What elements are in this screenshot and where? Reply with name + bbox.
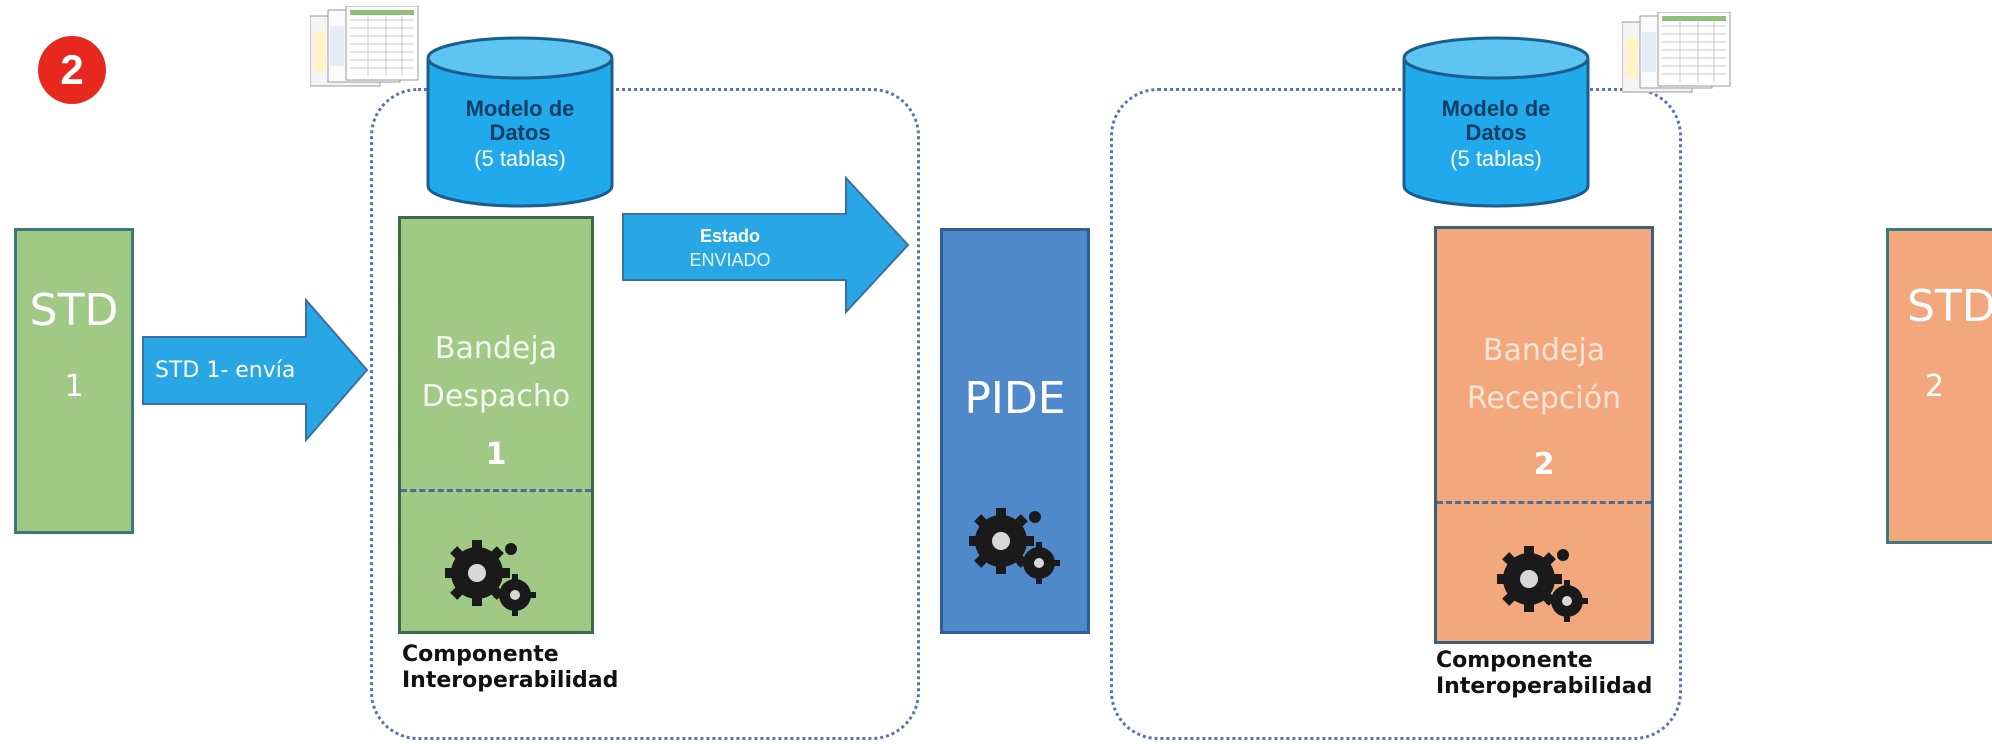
std-2-number: 2 (1925, 369, 1945, 404)
component-right-caption: Componente Interoperabilidad (1436, 648, 1652, 700)
state-arrow-label-1: Estado (699, 226, 760, 246)
sender-region (370, 88, 920, 740)
state-arrow-label-2: ENVIADO (689, 250, 771, 270)
gears-icon (1497, 546, 1588, 622)
spreadsheet-thumbnail-icon (1622, 12, 1731, 93)
db-right-line3: (5 tablas) (1450, 146, 1542, 171)
dispatch-tray-divider (401, 489, 591, 492)
component-right-line1: Componente (1436, 648, 1593, 673)
data-model-db-right: Modelo de Datos (5 tablas) (1400, 36, 1592, 212)
dispatch-tray: Bandeja Despacho 1 (398, 216, 594, 634)
db-left-line2: Datos (489, 120, 551, 145)
data-model-db-left: Modelo de Datos (5 tablas) (424, 36, 616, 212)
gears-icon (445, 540, 536, 616)
std-1-number: 1 (64, 369, 84, 404)
component-left-line1: Componente (402, 642, 559, 667)
db-left-line1: Modelo de (465, 96, 575, 121)
dispatch-tray-line2: Despacho (421, 379, 571, 414)
reception-tray-divider (1437, 501, 1651, 504)
reception-tray-line1: Bandeja (1482, 333, 1606, 368)
db-right-line1: Modelo de (1441, 96, 1551, 121)
component-left-line2: Interoperabilidad (402, 668, 619, 693)
step-number-badge: 2 (38, 36, 106, 104)
std-1-title: STD (29, 285, 119, 336)
state-arrow (622, 175, 910, 315)
std-2-title: STD (1907, 281, 1992, 332)
dispatch-tray-number: 1 (485, 437, 507, 472)
db-left-line3: (5 tablas) (474, 146, 566, 171)
database-cylinder-icon (426, 36, 614, 208)
receiver-region (1110, 88, 1682, 740)
dispatch-tray-line1: Bandeja (434, 331, 558, 366)
component-left-caption: Componente Interoperabilidad (402, 642, 618, 694)
gears-icon (969, 508, 1060, 584)
spreadsheet-thumbnail-icon (310, 6, 419, 87)
pide-box: PIDE (940, 228, 1090, 634)
send-arrow (142, 297, 369, 443)
std-2-box: STD 2 (1886, 228, 1992, 544)
reception-tray-line2: Recepción (1466, 381, 1622, 416)
component-right-line2: Interoperabilidad (1436, 674, 1653, 699)
reception-tray-number: 2 (1533, 447, 1555, 482)
send-arrow-label: STD 1- envía (155, 358, 296, 383)
database-cylinder-icon (1402, 36, 1590, 208)
reception-tray: Bandeja Recepción 2 (1434, 226, 1654, 644)
std-1-box: STD 1 (14, 228, 134, 534)
db-right-line2: Datos (1465, 120, 1527, 145)
pide-label: PIDE (964, 373, 1066, 424)
